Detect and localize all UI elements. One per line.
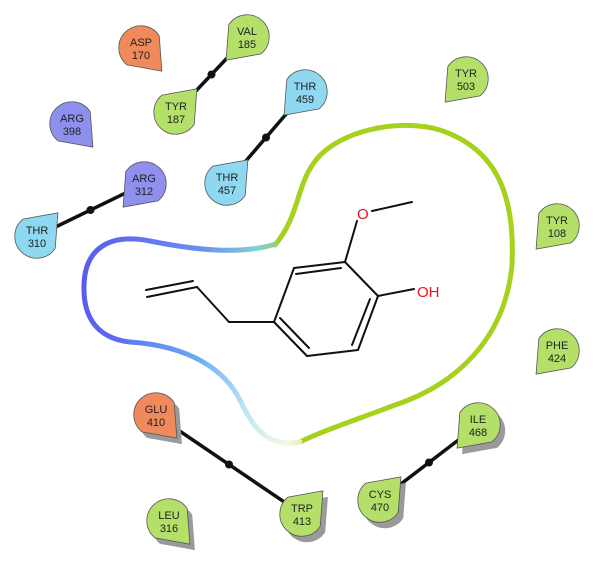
residue-number: 316 <box>160 523 178 535</box>
chain-bond <box>196 286 230 323</box>
residue-marker-shape <box>133 392 178 439</box>
residue-number: 470 <box>371 502 389 514</box>
residue-link-dot <box>262 133 270 142</box>
residue-marker-shape <box>444 56 489 103</box>
residue-name: THR <box>216 172 239 184</box>
residue-number: 424 <box>548 353 566 365</box>
residue-links <box>36 35 480 516</box>
residue-number: 459 <box>296 94 314 106</box>
residue-name: ILE <box>470 414 487 426</box>
vinyl-bond <box>146 286 198 298</box>
residue-number: 108 <box>548 228 566 240</box>
residue-name: TYR <box>165 101 187 113</box>
residue-marker-shape <box>146 498 191 545</box>
residue-number: 468 <box>469 427 487 439</box>
residue-number: 398 <box>63 126 81 138</box>
oxygen-atom-label: O <box>357 206 369 223</box>
ring-bond <box>273 267 295 323</box>
residue-name: ARG <box>132 173 156 185</box>
residue-name: THR <box>26 225 49 237</box>
residue-number: 310 <box>28 238 46 250</box>
residue-link-dot <box>225 460 233 469</box>
residue-number: 312 <box>135 186 153 198</box>
ring-bond <box>273 321 308 357</box>
residue-marker-shape <box>535 328 580 375</box>
residue-name: TYR <box>455 68 477 80</box>
residue-number: 185 <box>238 39 256 51</box>
residue-marker-shape <box>283 69 328 116</box>
residue-name: THR <box>294 81 317 93</box>
pocket-segment-blue-top <box>81 236 279 345</box>
pocket-segment-blue-bottom <box>127 339 303 446</box>
residue-marker-shape <box>14 212 59 259</box>
residue-marker-shape <box>535 203 580 250</box>
residue-number: 413 <box>293 516 311 528</box>
residue-number: 410 <box>147 417 165 429</box>
ring-bond <box>306 349 359 357</box>
pocket-outline <box>81 122 515 446</box>
ring-double-bond <box>351 298 371 346</box>
residue-marker-shape <box>118 25 163 72</box>
residue-marker-shape <box>225 14 270 61</box>
methoxy-bond <box>371 201 413 212</box>
residue-marker-shape <box>122 161 167 208</box>
residue-name: CYS <box>369 489 392 501</box>
ring-double-bond <box>295 267 342 275</box>
ring-double-bond <box>279 317 310 349</box>
residue-marker-shape <box>456 402 501 449</box>
residue-name: TRP <box>291 503 313 515</box>
ring-bond <box>357 295 379 351</box>
residue-marker-shape <box>153 88 198 135</box>
hydroxyl-atom-label: OH <box>417 284 440 301</box>
methoxy-bond <box>344 220 358 263</box>
pocket-segment-green <box>272 122 515 445</box>
ring-bond <box>293 261 346 269</box>
residue-markers: ASP170VAL185TYR187ARG398THR459THR457ARG3… <box>14 14 580 551</box>
residue-marker-shape <box>204 159 249 206</box>
ring-bond <box>344 261 379 297</box>
vinyl-double-bond <box>145 280 194 291</box>
residue-name: LEU <box>158 510 179 522</box>
residue-name: VAL <box>237 26 257 38</box>
residue-link-dot <box>425 458 433 467</box>
residue-marker-shape <box>357 476 402 523</box>
residue-number: 457 <box>218 185 236 197</box>
residue-name: GLU <box>145 404 168 416</box>
residue-number: 187 <box>167 114 185 126</box>
residue-name: ARG <box>60 113 84 125</box>
residue-marker-shape <box>49 101 94 148</box>
ligand-structure <box>145 201 415 357</box>
residue-marker-shape <box>279 490 324 537</box>
residue-number: 503 <box>457 81 475 93</box>
residue-number: 170 <box>132 50 150 62</box>
hydroxyl-bond <box>377 288 415 297</box>
residue-name: ASP <box>130 37 152 49</box>
residue-name: PHE <box>546 340 569 352</box>
residue-link-dot <box>207 70 216 79</box>
residue-name: TYR <box>546 215 568 227</box>
residue-link-dot <box>86 206 95 214</box>
